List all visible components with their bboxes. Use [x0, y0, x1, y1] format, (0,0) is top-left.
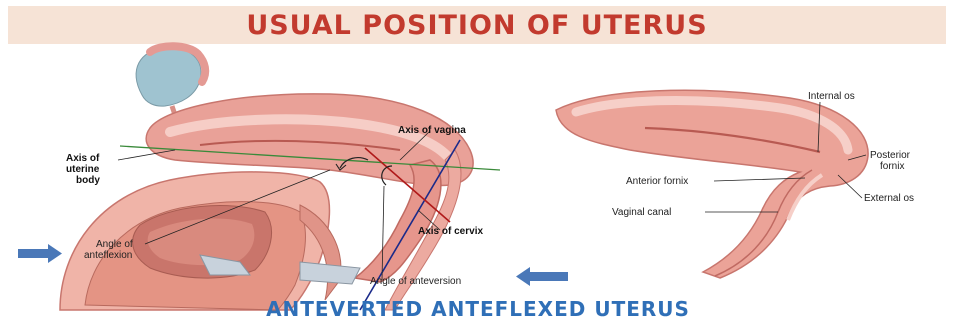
label-axis-of-vagina: Axis of vagina — [398, 125, 466, 136]
label-axis-of-uterine-body-3: body — [76, 175, 100, 186]
arrow-right-icon — [18, 244, 62, 263]
left-sagittal-figure — [60, 46, 500, 310]
arrow-left-icon — [516, 267, 568, 286]
label-angle-of-anteversion: Angle of anteversion — [370, 276, 461, 287]
label-angle-of-anteflexion-1: Angle of — [96, 239, 133, 250]
figure-subtitle: ANTEVERTED ANTEFLEXED UTERUS — [0, 297, 956, 321]
label-posterior-fornix-2: fornix — [880, 161, 904, 172]
label-axis-of-uterine-body-2: uterine — [66, 164, 99, 175]
label-internal-os: Internal os — [808, 91, 855, 102]
label-angle-of-anteflexion-2: anteflexion — [84, 250, 132, 261]
label-axis-of-uterine-body-1: Axis of — [66, 153, 99, 164]
label-axis-of-cervix: Axis of cervix — [418, 226, 483, 237]
label-anterior-fornix: Anterior fornix — [626, 176, 688, 187]
label-posterior-fornix-1: Posterior — [870, 150, 910, 161]
label-vaginal-canal: Vaginal canal — [612, 207, 671, 218]
label-external-os: External os — [864, 193, 914, 204]
right-uterus-figure — [556, 90, 868, 278]
